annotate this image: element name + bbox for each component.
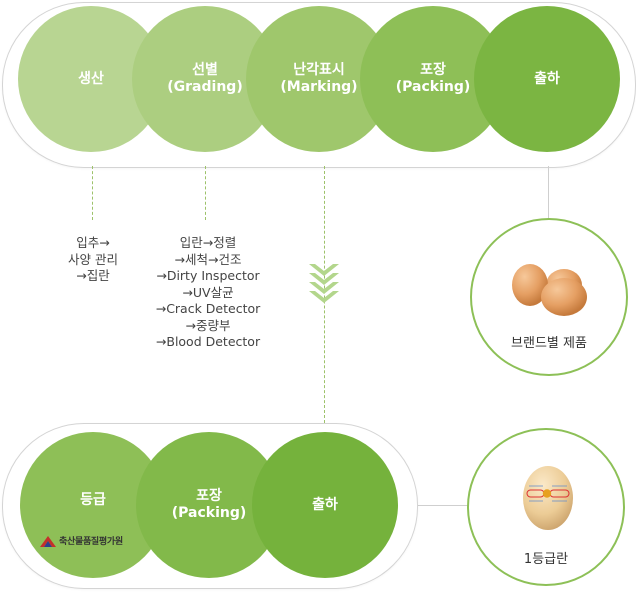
step-grade-label: 등급 <box>80 491 106 508</box>
grading-detail-line: →Crack Detector <box>155 301 261 316</box>
grading-detail-line: →Dirty Inspector <box>156 268 260 283</box>
step-grading-label: 선별 <box>192 62 218 78</box>
shipping-to-brand-connector <box>548 166 549 218</box>
step-marking-label: 난각표시 <box>293 62 345 78</box>
grading-detail-line: →세척→건조 <box>174 251 242 267</box>
grading-detail-line: →UV살균 <box>182 284 234 300</box>
agency-name: 축산물품질평가원 <box>59 537 123 547</box>
down-chevrons-icon <box>309 264 339 303</box>
step-grading-sub: (Grading) <box>167 79 243 95</box>
grading-detail-line: →중량부 <box>185 317 231 333</box>
grading-detail-line: →Blood Detector <box>155 334 261 349</box>
production-detail-line: →집란 <box>76 268 110 283</box>
production-details: 입추→ 사양 관리 →집란 <box>40 235 146 285</box>
step-shipping-label: 출하 <box>534 70 560 87</box>
step-bottom-packing-sub: (Packing) <box>171 505 247 521</box>
step-bottom-packing-label: 포장 <box>196 488 222 504</box>
step-packing-label: 포장 <box>420 62 446 78</box>
grading-connector <box>205 166 206 220</box>
step-bottom-shipping-label: 출하 <box>312 496 338 513</box>
graded-egg-icon <box>523 466 573 530</box>
brand-product-result: 브랜드별 제품 <box>470 218 628 376</box>
eggs-icon <box>512 264 587 316</box>
marking-to-grade-connector <box>324 166 325 423</box>
step-marking-sub: (Marking) <box>280 79 358 95</box>
step-packing-sub: (Packing) <box>395 79 471 95</box>
grading-detail-line: 입란→정렬 <box>179 235 237 250</box>
step-production-label: 생산 <box>78 70 104 87</box>
step-bottom-shipping: 출하 <box>252 432 398 578</box>
production-connector <box>92 166 93 220</box>
agency-mountain-icon <box>40 535 56 547</box>
grade-result: 1등급란 <box>467 428 625 586</box>
grading-details: 입란→정렬 →세척→건조 →Dirty Inspector →UV살균 →Cra… <box>138 235 278 351</box>
step-shipping: 출하 <box>474 6 620 152</box>
bottom-to-grade-connector <box>416 505 468 506</box>
brand-product-label: 브랜드별 제품 <box>511 336 587 351</box>
production-detail-line: 입추→ <box>76 235 110 250</box>
agency-logo: 축산물품질평가원 <box>40 534 123 547</box>
grade-result-label: 1등급란 <box>523 552 569 567</box>
production-detail-line: 사양 관리 <box>68 251 118 267</box>
